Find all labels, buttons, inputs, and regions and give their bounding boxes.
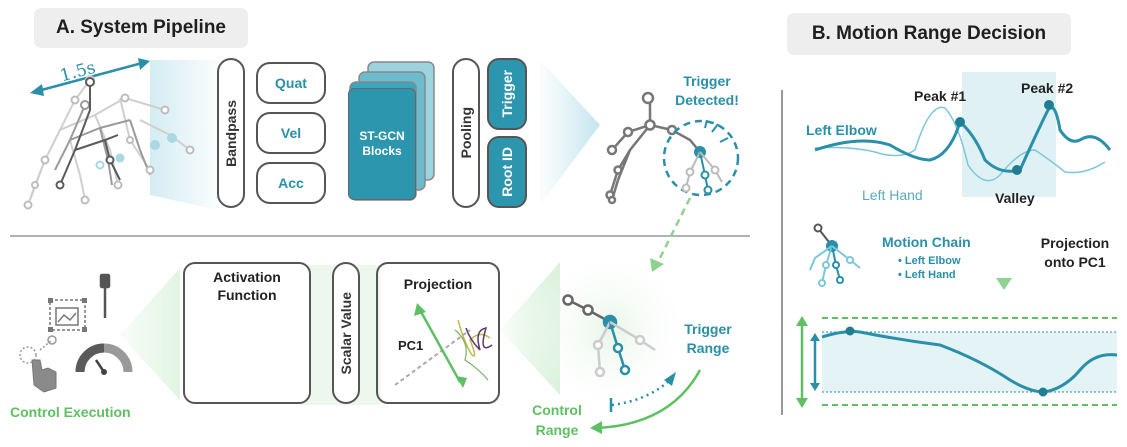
trigger-hand <box>681 119 729 195</box>
projection-cone <box>150 60 218 210</box>
projection-onto-pc1-label: Projection onto PC1 <box>1040 235 1110 270</box>
slider-icon <box>99 273 111 318</box>
pc1-label: PC1 <box>398 338 424 353</box>
image-resize-icon <box>48 298 87 332</box>
motion-chain-skeleton <box>809 223 861 287</box>
trigger-range-label: Trigger Range <box>684 321 732 356</box>
peak1-label: Peak #1 <box>914 88 967 104</box>
motion-chain-item: • Left Elbow <box>898 255 961 267</box>
dashed-arrow-head <box>650 258 664 272</box>
peak2-marker <box>1044 100 1054 110</box>
pooling-label: Pooling <box>458 107 474 159</box>
scalar-value-label: Scalar Value <box>338 291 354 375</box>
projection-plot <box>394 303 493 388</box>
projection-cone <box>120 268 180 400</box>
projection-title: Projection <box>403 276 473 292</box>
pooling-block: Pooling <box>452 58 480 208</box>
trigger-detected-label: Trigger Detected! <box>675 73 739 108</box>
control-range-label: Control Range <box>532 402 582 438</box>
dashed-arrow <box>656 197 692 263</box>
bandpass-label: Bandpass <box>223 99 239 167</box>
peak1-marker <box>955 117 965 127</box>
section-a-title: A. System Pipeline <box>34 8 248 48</box>
peak2-label: Peak #2 <box>1021 80 1074 96</box>
control-execution-label: Control Execution <box>10 404 131 420</box>
highlight-glow <box>525 245 695 415</box>
trigger-circle <box>662 119 740 197</box>
projection-box <box>376 262 500 404</box>
projection-cone <box>540 60 600 205</box>
input-skeletons <box>23 75 195 210</box>
activation-function-box <box>183 262 311 404</box>
left-elbow-curve <box>814 106 1112 173</box>
trigger-head-label: Trigger <box>499 70 515 118</box>
section-b-title: B. Motion Range Decision <box>787 13 1071 55</box>
motion-chain-list: • Left Elbow • Left Hand <box>898 254 961 282</box>
scalar-value-block: Scalar Value <box>332 262 360 404</box>
root-id-head-label: Root ID <box>499 147 515 197</box>
gauge-icon <box>75 343 133 375</box>
activation-function-title: Activation Function <box>213 269 281 303</box>
left-elbow-label: Left Elbow <box>806 122 877 138</box>
pointer-hand-icon <box>19 335 57 393</box>
left-hand-curve <box>814 106 1106 182</box>
motion-chain-item: • Left Hand <box>898 269 956 281</box>
trigger-head: Trigger <box>487 58 527 130</box>
control-skeleton <box>562 294 656 378</box>
stgcn-block: ST-GCN Blocks <box>348 88 416 200</box>
feature-quat: Quat <box>256 62 326 104</box>
valley-marker <box>1012 165 1022 175</box>
bandpass-block: Bandpass <box>217 58 245 208</box>
left-hand-label: Left Hand <box>862 187 923 203</box>
feature-acc: Acc <box>256 162 326 204</box>
root-id-head: Root ID <box>487 136 527 208</box>
range-plot <box>796 316 1118 408</box>
motion-chain-title: Motion Chain <box>882 234 971 250</box>
control-range-arc <box>595 369 702 430</box>
stgcn-label: ST-GCN Blocks <box>359 129 405 158</box>
feature-vel: Vel <box>256 112 326 154</box>
valley-label: Valley <box>995 190 1035 206</box>
trigger-skeleton <box>605 91 701 205</box>
